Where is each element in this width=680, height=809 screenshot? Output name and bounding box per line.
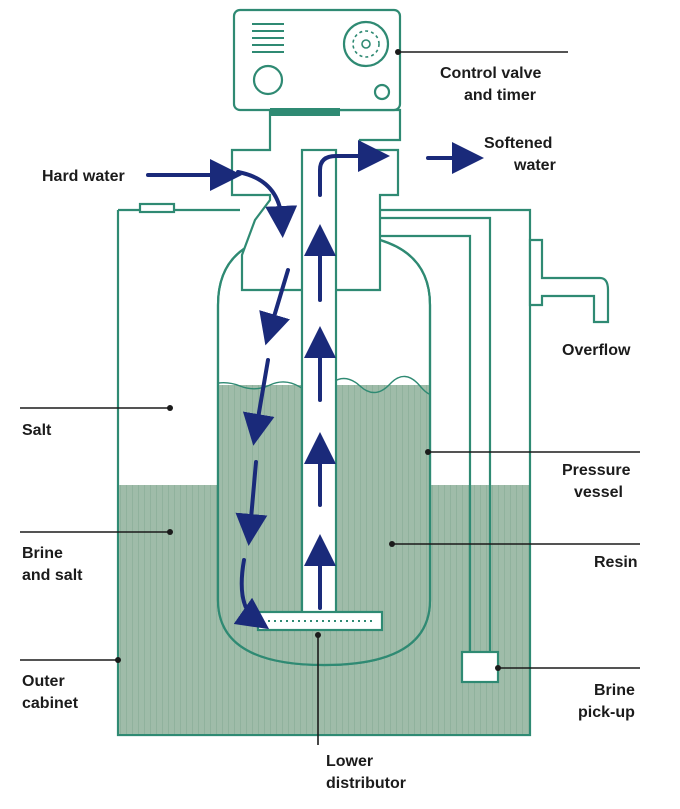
brine-pick-up [460, 650, 500, 684]
flow-arrows [146, 140, 484, 630]
label-pickup-1: Brine [594, 682, 635, 699]
label-overflow: Overflow [562, 342, 631, 359]
label-brine-salt-1: Brine [22, 545, 63, 562]
dial-left-icon [252, 64, 284, 96]
label-control-valve-2: and timer [464, 87, 536, 104]
dial-small-icon [373, 83, 391, 101]
label-resin: Resin [594, 554, 638, 571]
labels: Control valve and timer Hard water Softe… [22, 65, 638, 792]
label-pickup-2: pick-up [578, 704, 635, 721]
label-softened-1: Softened [484, 135, 552, 152]
control-valve-timer [232, 8, 402, 116]
label-salt: Salt [22, 422, 52, 439]
label-softened-2: water [513, 157, 556, 174]
label-lower-1: Lower [326, 753, 373, 770]
lower-distributor [256, 610, 384, 632]
label-lower-2: distributor [326, 775, 406, 792]
label-control-valve-1: Control valve [440, 65, 541, 82]
vent-lines [252, 23, 284, 53]
timer-dial-icon [342, 20, 390, 68]
label-outer-1: Outer [22, 673, 65, 690]
label-brine-salt-2: and salt [22, 567, 83, 584]
overflow-pipe [528, 238, 610, 324]
leader-lines [20, 49, 640, 745]
label-pressure-1: Pressure [562, 462, 631, 479]
brine-line [380, 216, 500, 684]
label-pressure-2: vessel [574, 484, 623, 501]
label-hard-water: Hard water [42, 168, 125, 185]
outer-cabinet [116, 202, 532, 737]
label-outer-2: cabinet [22, 695, 79, 712]
